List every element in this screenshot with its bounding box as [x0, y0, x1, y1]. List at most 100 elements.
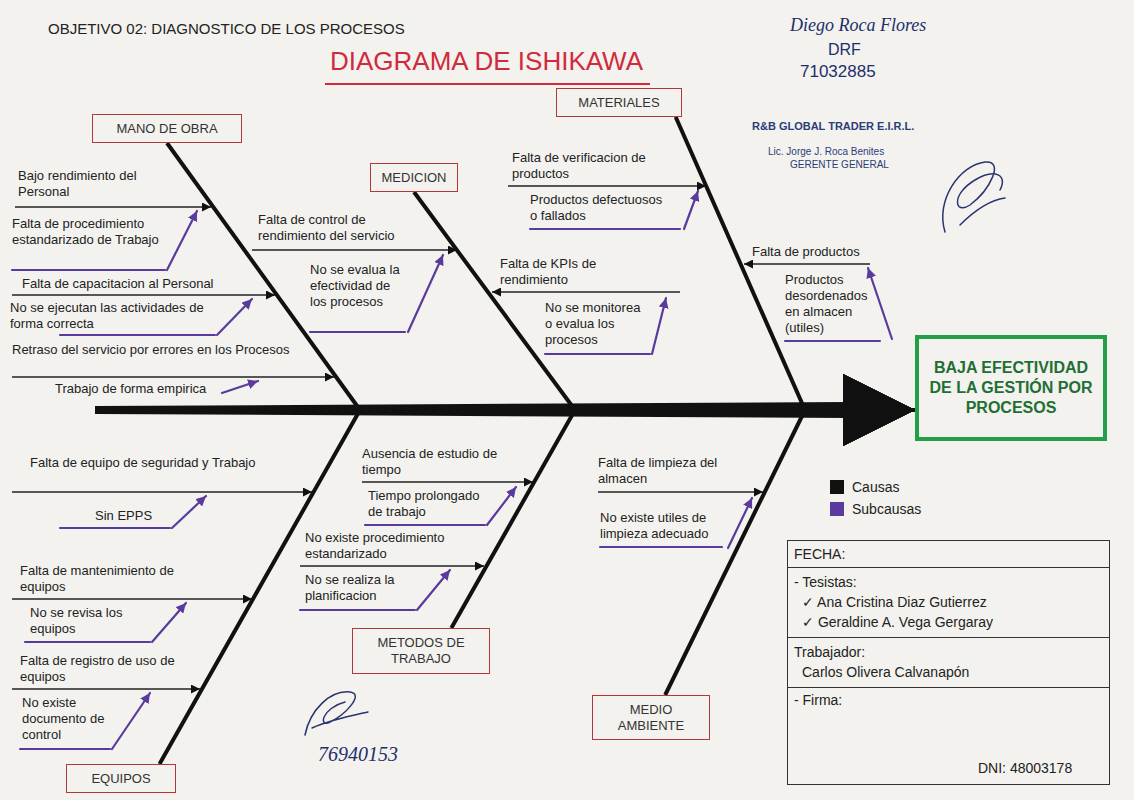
table-cell: - Firma:	[794, 691, 842, 709]
cause-line	[12, 598, 252, 600]
subcause-arrow	[112, 693, 150, 749]
signature-scribble	[305, 692, 368, 735]
heading-note: OBJETIVO 02: DIAGNOSTICO DE LOS PROCESOS	[48, 20, 508, 38]
subcause-label: No existe documento de control	[22, 695, 112, 743]
table-cell: DNI: 48003178	[978, 759, 1072, 777]
box-label: MEDIO AMBIENTE	[597, 702, 705, 734]
subcause-underline	[600, 546, 722, 548]
signature-scribble	[943, 162, 1005, 232]
cause-label: Bajo rendimiento del Personal	[18, 168, 168, 200]
id-number: 76940153	[318, 742, 438, 766]
box-text: METODOS DE TRABAJO	[357, 635, 485, 667]
table-cell: Trabajador:	[794, 643, 865, 661]
box-label: METODOS DE TRABAJO	[357, 635, 485, 667]
subcause-label: Productos defectuosos o fallados	[530, 192, 670, 224]
cause-line	[12, 491, 312, 493]
subcause-arrow	[652, 298, 666, 354]
box-label: MATERIALES	[578, 95, 659, 111]
cause-line	[744, 263, 870, 265]
info-table: FECHA: - Tesistas: ✓ Ana Cristina Diaz Gut…	[787, 540, 1110, 785]
subcause-underline	[60, 527, 170, 529]
bone-connector	[167, 143, 915, 410]
cause-line	[492, 291, 680, 293]
box-label: EQUIPOS	[91, 771, 150, 787]
table-cell: ✓ Ana Cristina Diaz Gutierrez	[802, 593, 987, 611]
subcause-arrow	[152, 603, 186, 642]
box-text: MANO DE OBRA	[116, 121, 217, 137]
subcause-label: Sin EPPS	[95, 508, 185, 524]
subcause-underline	[310, 331, 405, 333]
table-rule	[788, 567, 1109, 568]
subcause-lines	[12, 191, 892, 749]
cause-line	[12, 294, 275, 296]
cause-line	[598, 491, 763, 493]
stamp-text: R&B GLOBAL TRADER E.I.R.L.	[752, 120, 942, 133]
table-rule	[788, 637, 1109, 638]
subcause-arrow	[684, 191, 698, 229]
category-box: MEDIO AMBIENTE	[592, 695, 710, 740]
subcause-label: Productos desordenados en almacen (utile…	[785, 272, 880, 336]
legend-swatch	[830, 480, 844, 494]
subcause-label: Falta de procedimiento estandarizado de …	[12, 216, 162, 248]
cause-line	[362, 481, 533, 483]
box-text: MEDICION	[382, 170, 447, 186]
box-text: EQUIPOS	[91, 771, 150, 787]
subcause-label: Trabajo de forma empirica	[55, 381, 235, 397]
subcause-underline	[785, 340, 880, 342]
table-cell: ✓ Geraldine A. Vega Gergaray	[802, 613, 993, 631]
subcause-label: No existe utiles de limpieza adecuado	[600, 510, 740, 542]
cause-label: Falta de productos	[752, 244, 882, 260]
subcause-underline	[12, 269, 165, 271]
cause-line	[15, 206, 211, 208]
subcause-underline	[365, 524, 485, 526]
subcause-underline	[545, 353, 650, 355]
cause-label: Falta de equipo de seguridad y Trabajo	[30, 455, 270, 471]
legend-text: Causas	[852, 478, 899, 496]
subcause-arrow	[408, 255, 443, 332]
signature-name: Diego Roca Flores	[790, 14, 990, 36]
box-text: MATERIALES	[578, 95, 659, 111]
table-cell: - Tesistas:	[794, 573, 857, 591]
cause-label: Falta de limpieza del almacen	[598, 455, 738, 487]
stamp-text: GERENTE GENERAL	[790, 159, 930, 171]
cause-line	[300, 565, 484, 567]
subcause-label: No se monitorea o evalua los procesos	[545, 300, 650, 348]
subcause-label: Tiempo prolongado de trabajo	[368, 488, 493, 520]
subcause-underline	[300, 609, 415, 611]
box-text: BAJA EFECTIVIDAD DE LA GESTIÓN POR PROCE…	[925, 358, 1097, 418]
cause-line	[12, 688, 200, 690]
cause-label: Falta de control de rendimiento del serv…	[258, 212, 433, 244]
legend-row: Causas	[830, 478, 899, 496]
subcause-underline	[530, 228, 680, 230]
id-number: 71032885	[800, 62, 920, 82]
subcause-arrow	[167, 211, 197, 270]
cause-label: Retraso del servicio por errores en los …	[12, 342, 302, 358]
cause-label: Falta de capacitacion al Personal	[22, 276, 262, 292]
table-cell: Carlos Olivera Calvanapón	[802, 663, 969, 681]
cause-line	[12, 376, 334, 378]
subcause-arrow	[222, 381, 258, 393]
title-underline	[325, 83, 650, 85]
table-rule	[788, 687, 1109, 688]
cause-line	[508, 185, 706, 187]
cause-label: Falta de mantenimiento de equipos	[20, 563, 210, 595]
signature-initials: DRF	[828, 40, 888, 60]
cause-line	[252, 249, 457, 251]
subcause-label: No se evalua la efectividad de los proce…	[310, 262, 410, 310]
subcause-arrow	[172, 496, 206, 528]
legend-text: Subcausas	[852, 500, 921, 518]
stamp-text: Lic. Jorge J. Roca Benites	[768, 146, 938, 158]
box-label: MANO DE OBRA	[116, 121, 217, 137]
cause-label: Falta de verificacion de productos	[512, 150, 702, 182]
legend-swatch	[830, 502, 844, 516]
category-box: MATERIALES	[556, 88, 682, 117]
cause-label: Falta de KPIs de rendimiento	[500, 256, 620, 288]
category-box: METODOS DE TRABAJO	[352, 628, 490, 674]
cause-label: No existe procedimiento estandarizado	[305, 530, 465, 562]
subcause-underline	[60, 334, 215, 336]
subcause-label: No se ejecutan las actividades de forma …	[10, 300, 215, 332]
table-cell: FECHA:	[794, 545, 845, 563]
effect-box: BAJA EFECTIVIDAD DE LA GESTIÓN POR PROCE…	[915, 335, 1107, 441]
